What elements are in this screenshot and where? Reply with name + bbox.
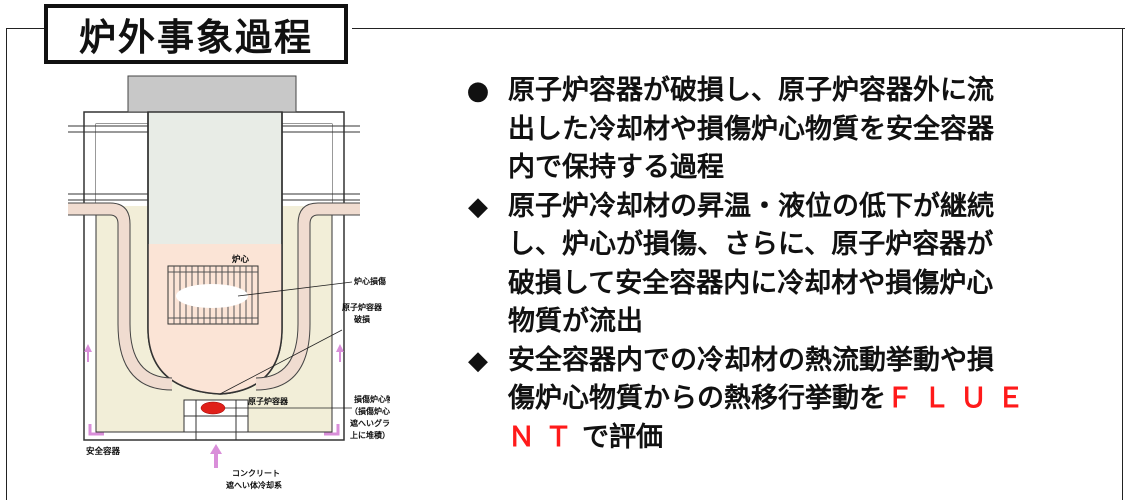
- reactor-vessel-outline: [147, 112, 283, 395]
- bullet-2-line-4: 物質が流出: [508, 306, 643, 337]
- debris-blob: [200, 401, 226, 415]
- bullet-2-line-3: 破損して安全容器内に冷却材や損傷炉心: [508, 267, 994, 299]
- title-box: 炉外事象過程: [44, 4, 348, 64]
- label-debris-3: 遮へいグラファイト: [350, 418, 390, 428]
- arrow-up-bottom-icon: [210, 444, 222, 468]
- bullet-3-line-2: 傷炉心物質からの熱移行挙動をＦＬＵＥ: [508, 380, 1106, 419]
- bullet-1-line-2: 出した冷却材や損傷炉心物質を安全容器: [508, 113, 994, 145]
- bullet-item-3: ◆ 安全容器内での冷却材の熱流動挙動や損 傷炉心物質からの熱移行挙動をＦＬＵＥ …: [456, 342, 1106, 458]
- fluent-highlight-2: ＮＴ: [508, 421, 582, 453]
- label-vessel-breach-1: 原子炉容器: [342, 302, 383, 312]
- frame-left-line: [6, 28, 7, 500]
- bullet-diamond-icon: ◆: [468, 191, 488, 222]
- pointer-core-damage: [237, 281, 353, 297]
- label-debris-2: （損傷炉心物質：: [350, 406, 390, 416]
- right-loop-pipe: [255, 203, 360, 390]
- label-concrete-1: コンクリート: [232, 468, 280, 478]
- bullet-item-2: ◆ 原子炉冷却材の昇温・液位の低下が継続 し、炉心が損傷、さらに、原子炉容器が …: [456, 188, 1106, 342]
- label-core: 炉心: [232, 254, 250, 265]
- right-loop-pipe-edge-1: [255, 202, 360, 379]
- label-reactor-vessel: 原子炉容器: [248, 396, 289, 406]
- label-debris-4: 上に堆積）: [350, 430, 390, 440]
- reactor-diagram-svg: 炉心 炉心損傷 原子炉容器 破損 原子炉容器 損傷炉心物質 （損傷炉心物質： 遮…: [68, 75, 390, 490]
- bullet-dot-icon: ●: [466, 76, 490, 106]
- bullet-1-line-1: 原子炉容器が破損し、原子炉容器外に流: [508, 75, 994, 106]
- arrow-corner-left-icon: [88, 424, 104, 436]
- left-loop-pipe-edge-2: [68, 214, 173, 391]
- left-loop-pipe-edge-1: [68, 202, 173, 379]
- label-core-damage: 炉心損傷: [354, 276, 386, 286]
- fluent-highlight-1: ＦＬＵＥ: [886, 383, 1034, 414]
- bullet-3-tail: で評価: [582, 421, 663, 453]
- page-title: 炉外事象過程: [79, 16, 313, 59]
- bullet-list: ● 原子炉容器が破損し、原子炉容器外に流 出した冷却材や損傷炉心物質を安全容器 …: [456, 72, 1106, 457]
- frame-right-line: [1122, 28, 1123, 500]
- bullet-1-line-3: 内で保持する過程: [508, 152, 724, 183]
- frame-top-line: [352, 28, 1125, 29]
- bullet-3-line-1: 安全容器内での冷却材の熱流動挙動や損: [508, 344, 994, 376]
- label-vessel-breach-2: 破損: [354, 314, 370, 324]
- vessel-head: [127, 75, 297, 113]
- left-loop-pipe: [68, 203, 173, 390]
- frame-left-top-line: [6, 28, 44, 29]
- label-debris-1: 損傷炉心物質: [354, 394, 390, 404]
- label-containment: 安全容器: [86, 446, 121, 457]
- bullet-2-line-1: 原子炉冷却材の昇温・液位の低下が継続: [508, 190, 994, 222]
- pointer-vessel-breach: [219, 329, 343, 395]
- bullet-3-line-3: ＮＴで評価: [508, 419, 1106, 458]
- arrow-corner-right-icon: [324, 424, 340, 436]
- bullet-diamond-icon: ◆: [468, 345, 488, 376]
- core-damage-blob: [176, 284, 248, 308]
- arrow-up-right-icon: [336, 344, 344, 362]
- bullet-2-line-2: し、炉心が損傷、さらに、原子炉容器が: [508, 229, 994, 260]
- label-concrete-2: 遮へい体冷却系: [226, 480, 282, 490]
- bullet-item-1: ● 原子炉容器が破損し、原子炉容器外に流 出した冷却材や損傷炉心物質を安全容器 …: [456, 72, 1106, 188]
- arrow-up-left-icon: [84, 344, 92, 362]
- right-loop-pipe-edge-2: [255, 214, 360, 391]
- bullet-3-line-2-text: 傷炉心物質からの熱移行挙動を: [508, 383, 886, 414]
- reactor-diagram: 炉心 炉心損傷 原子炉容器 破損 原子炉容器 損傷炉心物質 （損傷炉心物質： 遮…: [60, 72, 390, 500]
